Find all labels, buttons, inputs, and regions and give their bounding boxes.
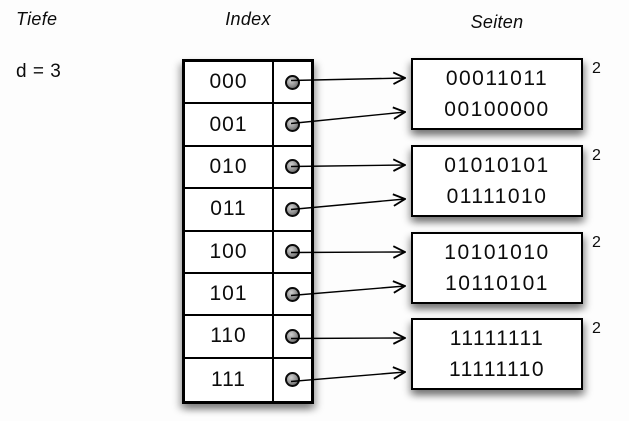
directory-index-cell: 110: [185, 316, 274, 359]
pointer-dot: [285, 159, 300, 175]
pointer-dot: [285, 74, 300, 90]
directory-index-cell: 011: [185, 189, 274, 232]
page-value: 11111111: [449, 327, 545, 350]
page-value: 00011011: [445, 67, 549, 90]
directory-index-cell: 111: [185, 358, 274, 401]
page-1-local-depth: 2: [592, 60, 601, 77]
directory-pointer-cell: [274, 147, 311, 190]
page-3-local-depth: 2: [592, 234, 601, 251]
page-2-local-depth: 2: [592, 147, 601, 164]
page-value: 00100000: [444, 98, 550, 121]
pointer-dot: [285, 117, 300, 133]
page-box-4: 11111111 11111110: [411, 318, 583, 390]
directory-pointer-cell: [274, 189, 311, 232]
pointer-dot: [285, 372, 300, 388]
directory-index-cell: 000: [185, 62, 274, 105]
directory-pointer-cell: [274, 104, 311, 147]
index-column-header: Index: [225, 9, 271, 29]
pointer-dot: [285, 328, 300, 344]
page-box-1: 00011011 00100000: [411, 58, 583, 130]
directory-pointer-cell: [274, 274, 311, 317]
directory-pointer-cell: [274, 232, 311, 274]
page-value: 10101010: [444, 241, 550, 264]
page-box-2: 01010101 01111010: [411, 145, 583, 217]
depth-column-header: Tiefe: [16, 9, 58, 29]
directory-index-cell: 010: [185, 146, 274, 190]
pointer-dot: [285, 201, 300, 217]
page-value: 01111010: [446, 185, 548, 208]
global-depth-value: d = 3: [16, 61, 62, 82]
directory-index-cell: 001: [185, 104, 274, 147]
pointer-dot: [285, 244, 300, 260]
page-box-3: 10101010 10110101: [411, 232, 583, 304]
page-value: 01010101: [444, 154, 550, 177]
directory-pointer-cell: [274, 359, 311, 401]
directory-index-cell: 100: [185, 231, 274, 274]
pointer-dot: [285, 286, 300, 302]
page-value: 10110101: [445, 272, 549, 295]
directory-pointer-cell: [274, 316, 311, 359]
directory-index-cell: 101: [185, 273, 274, 317]
directory-pointer-cell: [274, 62, 311, 105]
page-4-local-depth: 2: [592, 320, 601, 337]
page-value: 11111110: [448, 358, 546, 381]
directory-table: 000 001 010 011 100 101 110 111: [182, 59, 314, 404]
pages-column-header: Seiten: [470, 12, 524, 32]
